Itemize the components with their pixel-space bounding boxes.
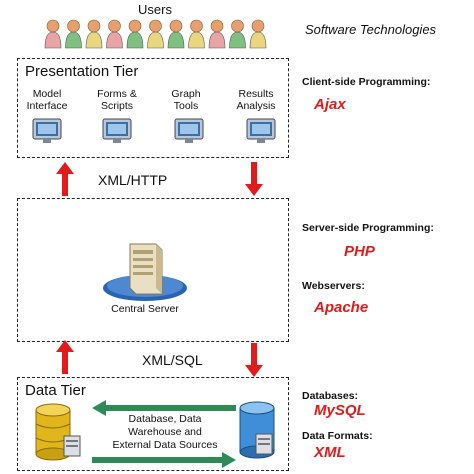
user-icon bbox=[167, 19, 185, 49]
arrow-up-icon bbox=[56, 340, 74, 374]
user-icon bbox=[85, 19, 103, 49]
data-formats-tech: XML bbox=[314, 444, 346, 461]
users-label: Users bbox=[138, 2, 172, 17]
user-icon bbox=[147, 19, 164, 49]
software-technologies-label: Software Technologies bbox=[305, 22, 437, 37]
data-tier-title: Data Tier bbox=[25, 382, 86, 399]
databases-heading: Databases: bbox=[302, 390, 359, 402]
users-group bbox=[44, 19, 267, 49]
user-icon bbox=[65, 19, 82, 49]
user-icon bbox=[229, 19, 246, 49]
monitor-icon bbox=[102, 118, 132, 143]
user-icon bbox=[44, 19, 62, 49]
monitor-icon bbox=[32, 118, 62, 143]
user-icon bbox=[208, 19, 226, 49]
server-side-heading: Server-side Programming: bbox=[302, 222, 434, 234]
arrow-down-icon bbox=[245, 343, 263, 377]
arrow-right-icon bbox=[92, 452, 236, 468]
column-label-forms-scripts: Forms &Scripts bbox=[97, 88, 137, 112]
user-icon bbox=[249, 19, 267, 49]
server-side-tech: PHP bbox=[344, 243, 375, 260]
protocol-label-http: XML/HTTP bbox=[98, 172, 168, 188]
monitor-icon bbox=[174, 118, 204, 143]
data-warehouse-icon bbox=[239, 401, 275, 459]
databases-tech: MySQL bbox=[314, 402, 366, 419]
data-formats-heading: Data Formats: bbox=[302, 430, 373, 442]
database-icon bbox=[35, 403, 81, 461]
arrow-left-icon bbox=[92, 400, 236, 416]
webservers-tech: Apache bbox=[314, 299, 369, 316]
user-icon bbox=[106, 19, 123, 49]
server-label: Central Server bbox=[111, 303, 179, 315]
server-icon bbox=[103, 243, 187, 301]
user-icon bbox=[188, 19, 205, 49]
webservers-heading: Webservers: bbox=[302, 280, 365, 292]
arrow-down-icon bbox=[245, 162, 263, 196]
client-side-heading: Client-side Programming: bbox=[302, 76, 431, 88]
data-sources-label: Database, Data Warehouse and External Da… bbox=[112, 413, 218, 451]
monitor-icon bbox=[246, 118, 276, 143]
presentation-tier-title: Presentation Tier bbox=[25, 63, 139, 80]
user-icon bbox=[126, 19, 144, 49]
protocol-label-sql: XML/SQL bbox=[142, 352, 203, 368]
arrow-up-icon bbox=[56, 162, 74, 196]
presentation-tier-box bbox=[17, 58, 289, 158]
client-side-tech: Ajax bbox=[314, 96, 346, 113]
